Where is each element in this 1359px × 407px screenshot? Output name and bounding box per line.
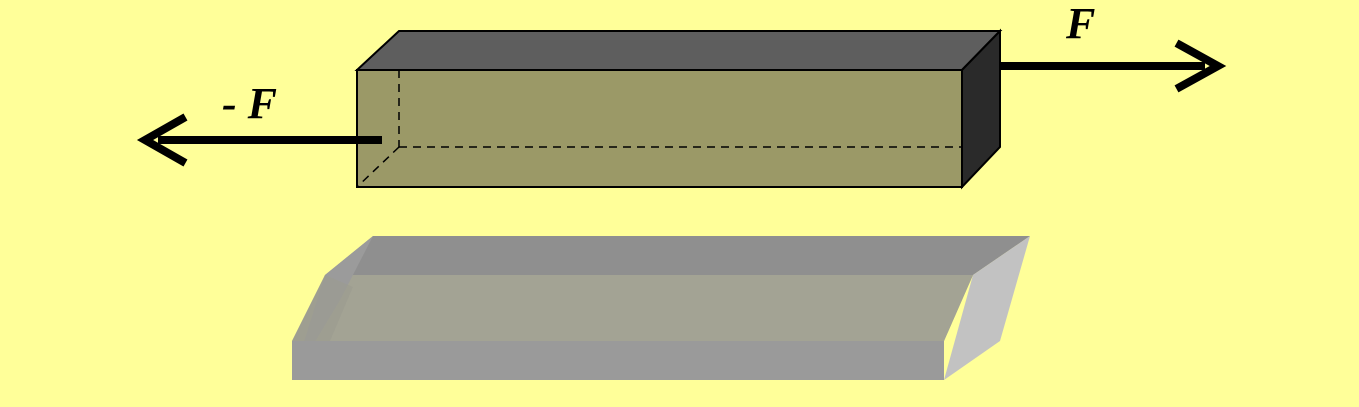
sheared-bar-front-highlight (330, 275, 973, 341)
bar-hidden-edge-diagonal (356, 146, 400, 188)
force-arrow-right (985, 39, 1227, 93)
bar-front-face (356, 69, 963, 188)
force-arrow-left (136, 113, 380, 167)
sheared-bar-bottom-face (292, 341, 944, 380)
sheared-bar (292, 236, 1030, 380)
bar-top-face (354, 30, 1003, 71)
sheared-bar-side-face (944, 236, 1030, 380)
force-arrow-right-head (1174, 39, 1227, 93)
bar-box (354, 28, 1003, 190)
force-arrow-left-head (136, 113, 188, 167)
force-label-left: - F (222, 79, 277, 128)
force-label-right: F (1065, 0, 1095, 48)
sheared-bar-top-face (325, 236, 1030, 275)
